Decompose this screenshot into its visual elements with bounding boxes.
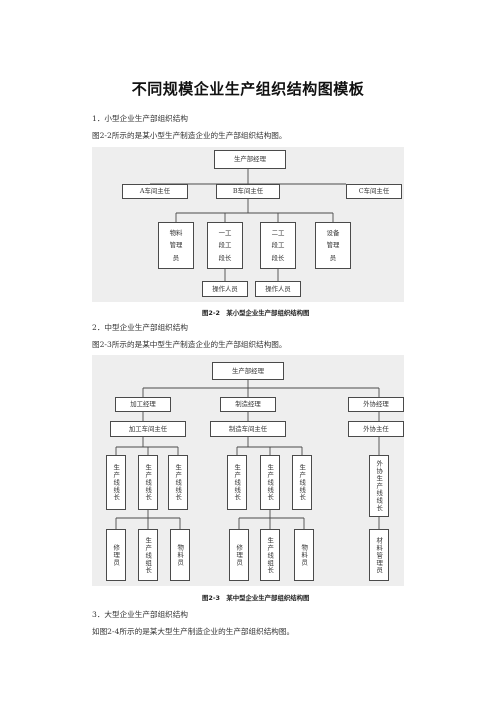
- org-node-line-lead-5: 生产线线长: [260, 455, 280, 510]
- org-node-operator-1: 操作人员: [202, 281, 248, 297]
- org-node-material-clerk: 物料管理员: [158, 222, 194, 269]
- org-node-line-lead-2: 生产线线长: [138, 455, 158, 510]
- org-node-equipment-clerk: 设备管理员: [315, 222, 351, 269]
- small-org-chart-connectors: [150, 169, 346, 281]
- medium-org-chart-connectors: [115, 380, 380, 529]
- small-org-chart-panel: 生产部经理 A车间主任 B车间主任 C车间主任 物料管理员 一工段工段长 二工段…: [92, 147, 404, 302]
- org-node-material-clerk-1: 物料员: [170, 529, 190, 581]
- org-node-outsourcing-line-lead: 外协生产线线长: [369, 455, 389, 517]
- org-node-section-1-leader: 一工段工段长: [207, 222, 243, 269]
- org-node-manufacturing-manager: 制造经理: [220, 397, 276, 412]
- org-node-production-manager: 生产部经理: [212, 362, 284, 380]
- section-2-intro: 图2-3所示的是某中型生产制造企业的生产部组织结构图。: [92, 340, 287, 349]
- org-node-materials-administrator: 材料管理员: [369, 529, 389, 581]
- section-3-intro: 如图2-4所示的是某大型生产制造企业的生产部组织结构图。: [92, 627, 295, 636]
- medium-org-chart-panel: 生产部经理 加工经理 制造经理 外协经理 加工车间主任 制造车间主任 外协主任 …: [92, 355, 404, 586]
- section-2-heading: 2．中型企业生产部组织结构: [92, 323, 188, 332]
- figure-2-3-caption: 图2-3 某中型企业生产部组织结构图: [202, 594, 310, 602]
- org-node-line-lead-4: 生产线线长: [227, 455, 247, 510]
- org-node-line-team-leader-2: 生产线组长: [260, 529, 280, 581]
- org-node-workshop-c: C车间主任: [346, 184, 402, 199]
- org-node-production-manager: 生产部经理: [214, 150, 286, 169]
- figure-2-2-caption: 图2-2 某小型企业生产部组织结构图: [202, 309, 310, 317]
- org-node-section-2-leader: 二工段工段长: [260, 222, 296, 269]
- section-3-heading: 3．大型企业生产部组织结构: [92, 610, 188, 619]
- org-node-material-clerk-2: 物料员: [294, 529, 314, 581]
- org-node-workshop-b: B车间主任: [216, 184, 280, 199]
- org-node-line-lead-6: 生产线线长: [292, 455, 312, 510]
- section-1-heading: 1．小型企业生产部组织结构: [92, 114, 188, 123]
- org-node-outsourcing-supervisor: 外协主任: [348, 421, 404, 437]
- org-node-line-team-leader-1: 生产线组长: [138, 529, 158, 581]
- org-node-processing-supervisor: 加工车间主任: [110, 421, 186, 437]
- section-1-intro: 图2-2所示的是某小型生产制造企业的生产部组织结构图。: [92, 131, 287, 140]
- org-node-line-lead-1: 生产线线长: [106, 455, 126, 510]
- org-node-outsourcing-manager: 外协经理: [348, 397, 404, 412]
- org-node-repairer-2: 修理员: [229, 529, 249, 581]
- page-title: 不同规模企业生产组织结构图模板: [131, 80, 365, 98]
- org-node-line-lead-3: 生产线线长: [168, 455, 188, 510]
- org-node-repairer-1: 修理员: [106, 529, 126, 581]
- org-node-manufacturing-supervisor: 制造车间主任: [210, 421, 286, 437]
- org-node-processing-manager: 加工经理: [115, 397, 171, 412]
- org-node-workshop-a: A车间主任: [122, 184, 188, 199]
- org-node-operator-2: 操作人员: [255, 281, 301, 297]
